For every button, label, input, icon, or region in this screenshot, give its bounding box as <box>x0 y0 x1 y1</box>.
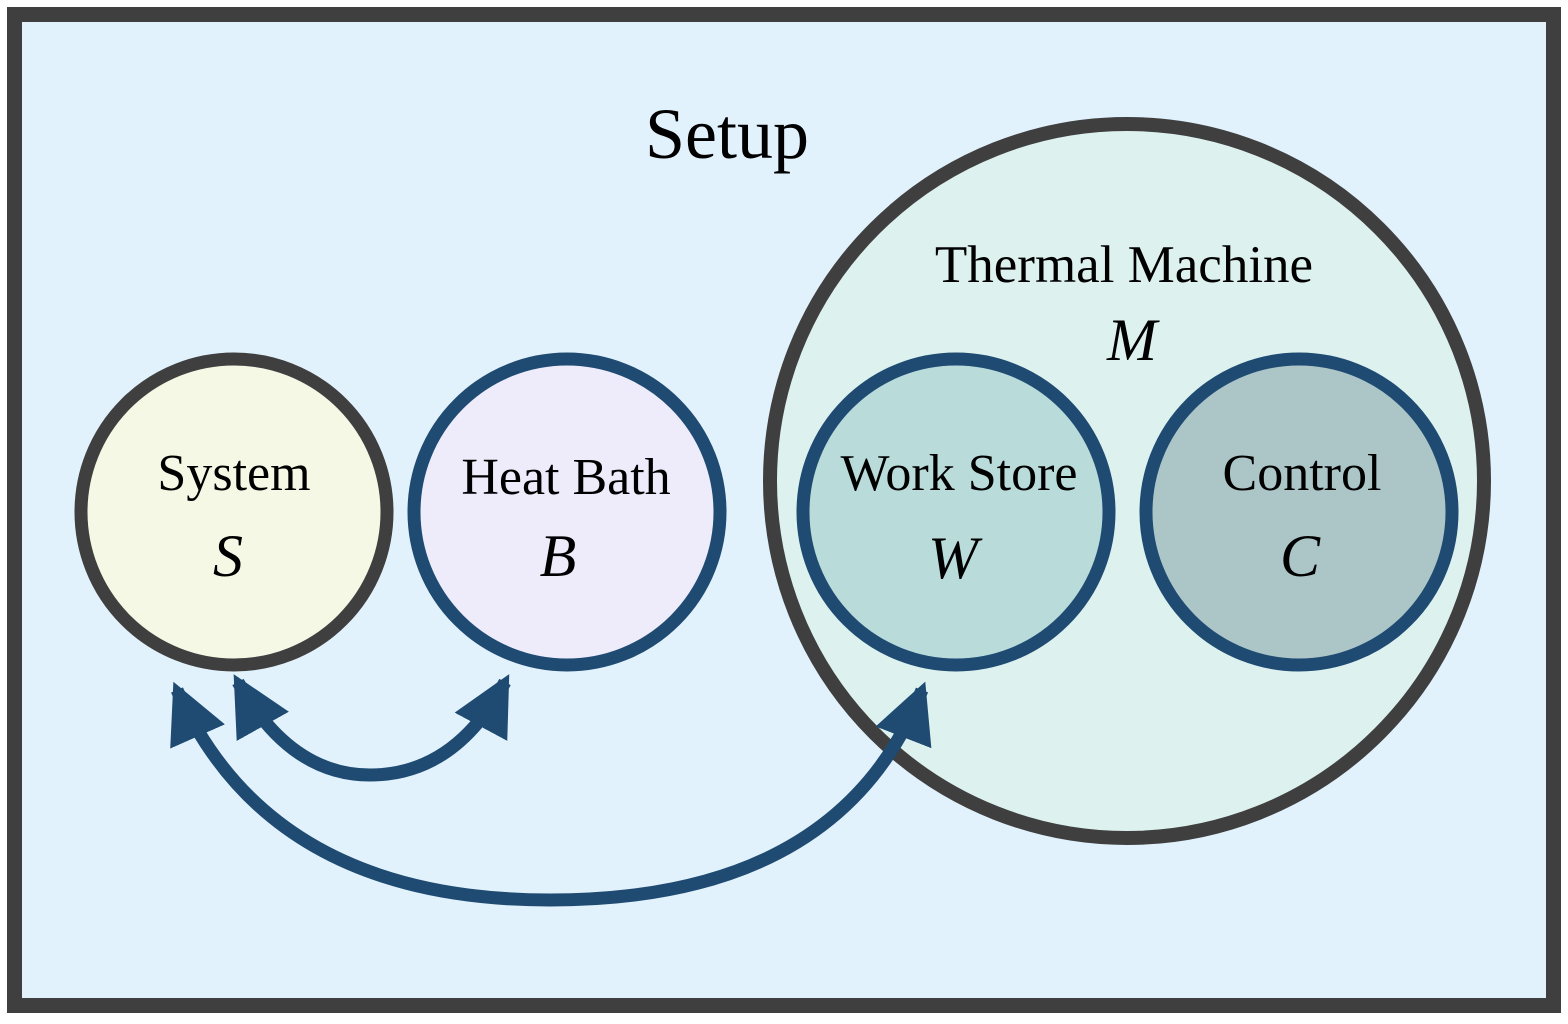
control-symbol: C <box>1280 523 1321 589</box>
system-label: System <box>157 445 310 502</box>
heat-bath-label: Heat Bath <box>461 449 670 506</box>
heat-bath-symbol: B <box>540 523 577 589</box>
work-store: Work Store W <box>796 352 1116 672</box>
system: System S <box>74 352 394 672</box>
system-circle <box>74 352 394 672</box>
system-work-store-arrow <box>170 681 932 907</box>
thermal-machine-symbol: M <box>1106 307 1160 373</box>
work-store-label: Work Store <box>841 445 1078 502</box>
heat-bath: Heat Bath B <box>407 352 727 672</box>
diagram-title: Setup <box>645 94 809 174</box>
thermal-machine-label: Thermal Machine <box>935 236 1313 294</box>
system-symbol: S <box>213 523 243 589</box>
work-store-symbol: W <box>928 525 983 591</box>
control: Control C <box>1139 352 1459 672</box>
control-label: Control <box>1223 445 1382 502</box>
control-circle <box>1139 352 1459 672</box>
heat-bath-circle <box>407 352 727 672</box>
work-store-circle <box>796 352 1116 672</box>
